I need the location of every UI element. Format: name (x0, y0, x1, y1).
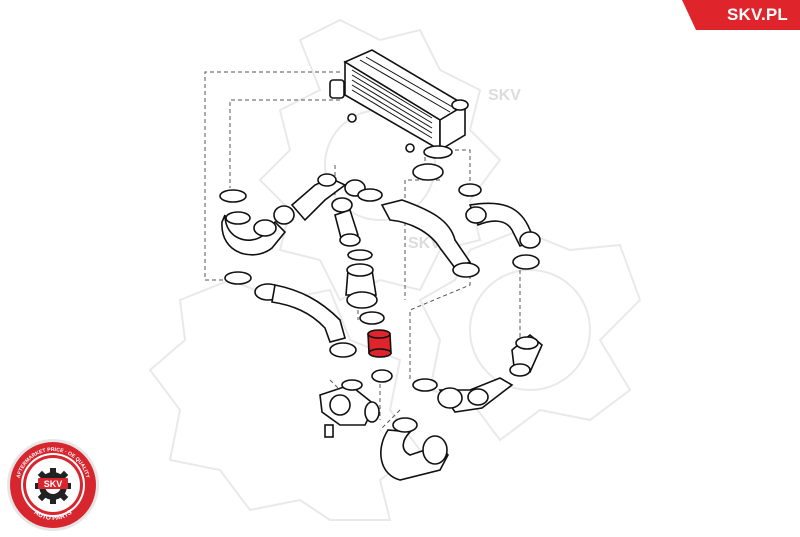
brand-tab[interactable]: SKV.PL (682, 0, 800, 30)
quality-seal: SKV AFTERMARKET PRICE · OE QUALITY AUTO … (6, 438, 100, 532)
intercooler-pipe-highlighted[interactable] (367, 329, 392, 358)
brand-label: SKV.PL (726, 5, 788, 24)
intercooler (329, 49, 469, 159)
seal-graphic: SKV AFTERMARKET PRICE · OE QUALITY AUTO … (7, 439, 99, 531)
hose-right-upper (357, 163, 541, 278)
watermark-text: SKV (488, 87, 521, 104)
hose-left-middle (224, 271, 357, 358)
hose-upper-left (219, 173, 366, 256)
seal-center-text: SKV (44, 479, 63, 489)
brand-tab-shape (682, 0, 800, 30)
hose-right-lower (412, 333, 543, 413)
bypass-valve (319, 379, 380, 438)
hose-lower-center (371, 369, 449, 481)
connector-stack (331, 197, 385, 325)
watermark-gears (148, 18, 642, 521)
